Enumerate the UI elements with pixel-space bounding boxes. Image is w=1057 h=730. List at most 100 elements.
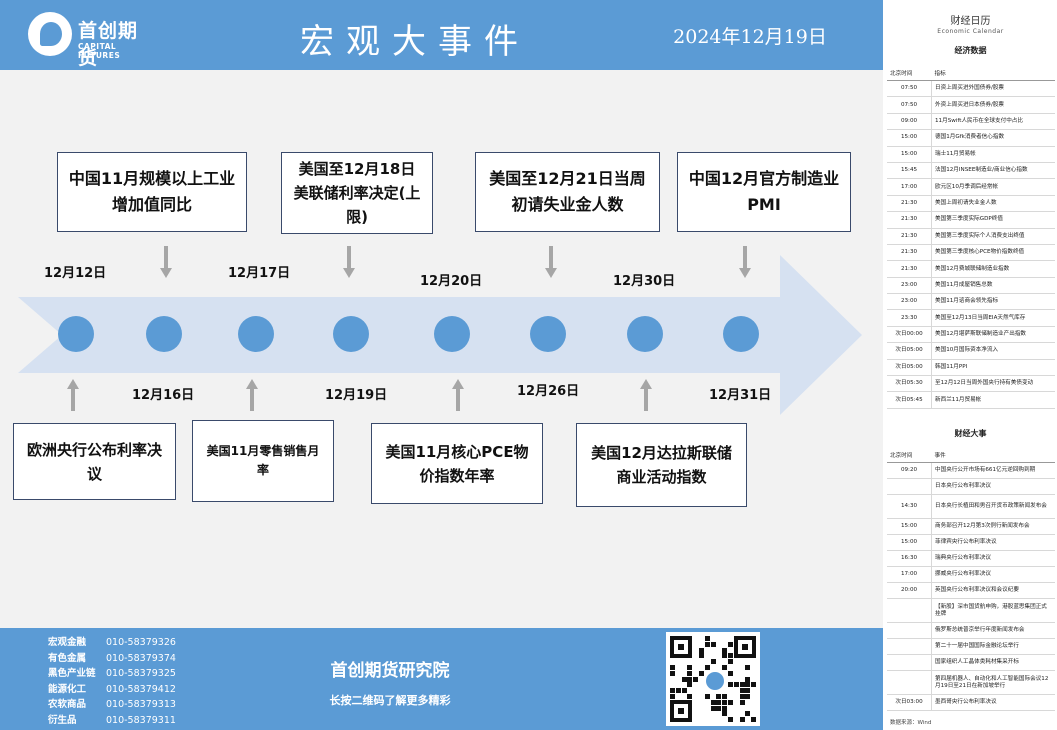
row-time: 23:30 bbox=[887, 309, 932, 327]
table-header-row: 北京时间指标 bbox=[887, 66, 1055, 81]
qr-module bbox=[722, 699, 728, 705]
row-item: 至12月12日当周外国央行持有美债变动 bbox=[931, 375, 1055, 393]
row-time: 17:00 bbox=[887, 566, 932, 583]
timeline-dot bbox=[627, 316, 663, 352]
qr-module bbox=[687, 694, 693, 699]
row-time: 14:30 bbox=[887, 494, 932, 519]
logo-name: 首创期货 bbox=[78, 20, 139, 69]
row-item: 瑞典央行公布利率决议 bbox=[931, 550, 1055, 567]
qr-module bbox=[745, 711, 751, 717]
institute-name: 首创期货研究院 bbox=[330, 661, 450, 681]
row-time: 16:30 bbox=[887, 550, 932, 567]
qr-module bbox=[739, 699, 745, 705]
contact-phone: 010-58379311 bbox=[106, 714, 176, 726]
timeline-dot bbox=[333, 316, 369, 352]
contact-phone: 010-58379325 bbox=[106, 668, 176, 679]
row-time: 21:30 bbox=[887, 228, 932, 245]
row-time: 07:50 bbox=[887, 80, 932, 98]
qr-module bbox=[722, 653, 728, 659]
qr-module bbox=[745, 665, 751, 670]
row-item: 韩国11月PPI bbox=[931, 359, 1055, 377]
timeline-panel: 首创期货 CAPITAL FUTURES 宏观大事件 2024年12月19日 中… bbox=[0, 0, 883, 730]
qr-module bbox=[751, 682, 757, 688]
table-header-cell: 北京时间 bbox=[887, 66, 932, 81]
table-row: 俄罗斯总统普京举行年度新闻发布会 bbox=[887, 622, 1055, 639]
row-item: 新西兰11月贸易帐 bbox=[931, 391, 1055, 409]
qr-module bbox=[728, 653, 733, 659]
row-item: 国家组织人工晶体类耗材集采开标 bbox=[931, 654, 1055, 671]
row-item: 美国第三季度实际GDP终值 bbox=[931, 211, 1055, 229]
qr-module bbox=[675, 688, 681, 694]
row-time: 21:30 bbox=[887, 244, 932, 262]
row-time: 09:00 bbox=[887, 113, 932, 131]
table-row: 国家组织人工晶体类耗材集采开标 bbox=[887, 654, 1055, 671]
table-header-cell: 指标 bbox=[931, 66, 1055, 81]
timeline-dot bbox=[723, 316, 759, 352]
qr-module bbox=[733, 682, 739, 688]
date-label-bottom: 12月31日 bbox=[709, 388, 772, 403]
row-item: 第四届机器人、自动化和人工智能国际会议12月19日至21日在新加坡举行 bbox=[931, 670, 1055, 695]
logo-en: CAPITAL FUTURES bbox=[78, 42, 121, 60]
row-time: 21:30 bbox=[887, 195, 932, 213]
timeline-dot bbox=[530, 316, 566, 352]
report-date: 2024年12月19日 bbox=[673, 26, 827, 48]
down-arrow-icon bbox=[545, 246, 557, 278]
row-item: 英国央行公布利率决议和会议纪要 bbox=[931, 582, 1055, 599]
contact-dept: 宏观金融 bbox=[48, 637, 87, 648]
timeline-dot bbox=[58, 316, 94, 352]
row-time: 15:00 bbox=[887, 129, 932, 147]
row-time: 次日05:30 bbox=[887, 375, 932, 393]
row-time bbox=[887, 638, 932, 655]
qr-module bbox=[751, 717, 757, 723]
row-time bbox=[887, 654, 932, 671]
date-label-top: 12月20日 bbox=[420, 274, 483, 289]
row-item: 日本央行公布利率决议 bbox=[931, 478, 1055, 495]
row-item: 中国央行公开市场有661亿元逆回购到期 bbox=[931, 462, 1055, 479]
row-time: 次日05:45 bbox=[887, 391, 932, 409]
qr-module bbox=[745, 682, 751, 688]
qr-module bbox=[722, 665, 728, 670]
row-item: 美国11月谘商会领先指标 bbox=[931, 293, 1055, 311]
row-item: 瑞士11月贸易帐 bbox=[931, 146, 1055, 163]
qr-module bbox=[699, 653, 704, 659]
qr-module bbox=[716, 694, 722, 699]
pointer-arrows bbox=[67, 246, 751, 411]
row-item: 美国11月成屋销售总数 bbox=[931, 277, 1055, 295]
row-item: 商务部召开12月第3次例行新闻发布会 bbox=[931, 518, 1055, 535]
qr-module bbox=[699, 670, 704, 676]
qr-code-icon[interactable] bbox=[666, 632, 760, 726]
row-time: 次日05:00 bbox=[887, 359, 932, 377]
row-item: 日本央行长植田和男召开货币政策新闻发布会 bbox=[931, 494, 1055, 519]
table-header-cell: 事件 bbox=[931, 448, 1055, 463]
event-box-top: 美国至12月18日美联储利率决定(上限) bbox=[281, 152, 433, 234]
row-time: 23:00 bbox=[887, 277, 932, 295]
qr-module bbox=[687, 676, 693, 682]
contact-row: 宏观金融 010-58379326 bbox=[48, 634, 176, 650]
qr-module bbox=[687, 682, 693, 688]
row-time bbox=[887, 670, 932, 695]
contact-phone: 010-58379326 bbox=[106, 637, 176, 648]
row-item: 美国10月国际资本净流入 bbox=[931, 342, 1055, 360]
qr-module bbox=[710, 659, 716, 665]
qr-logo-icon bbox=[704, 670, 726, 692]
row-item: 美国第三季度核心PCE物价指数终值 bbox=[931, 244, 1055, 262]
qr-finder bbox=[734, 636, 756, 658]
up-arrow-icon bbox=[452, 379, 464, 411]
qr-module bbox=[704, 665, 710, 670]
up-arrow-icon bbox=[67, 379, 79, 411]
